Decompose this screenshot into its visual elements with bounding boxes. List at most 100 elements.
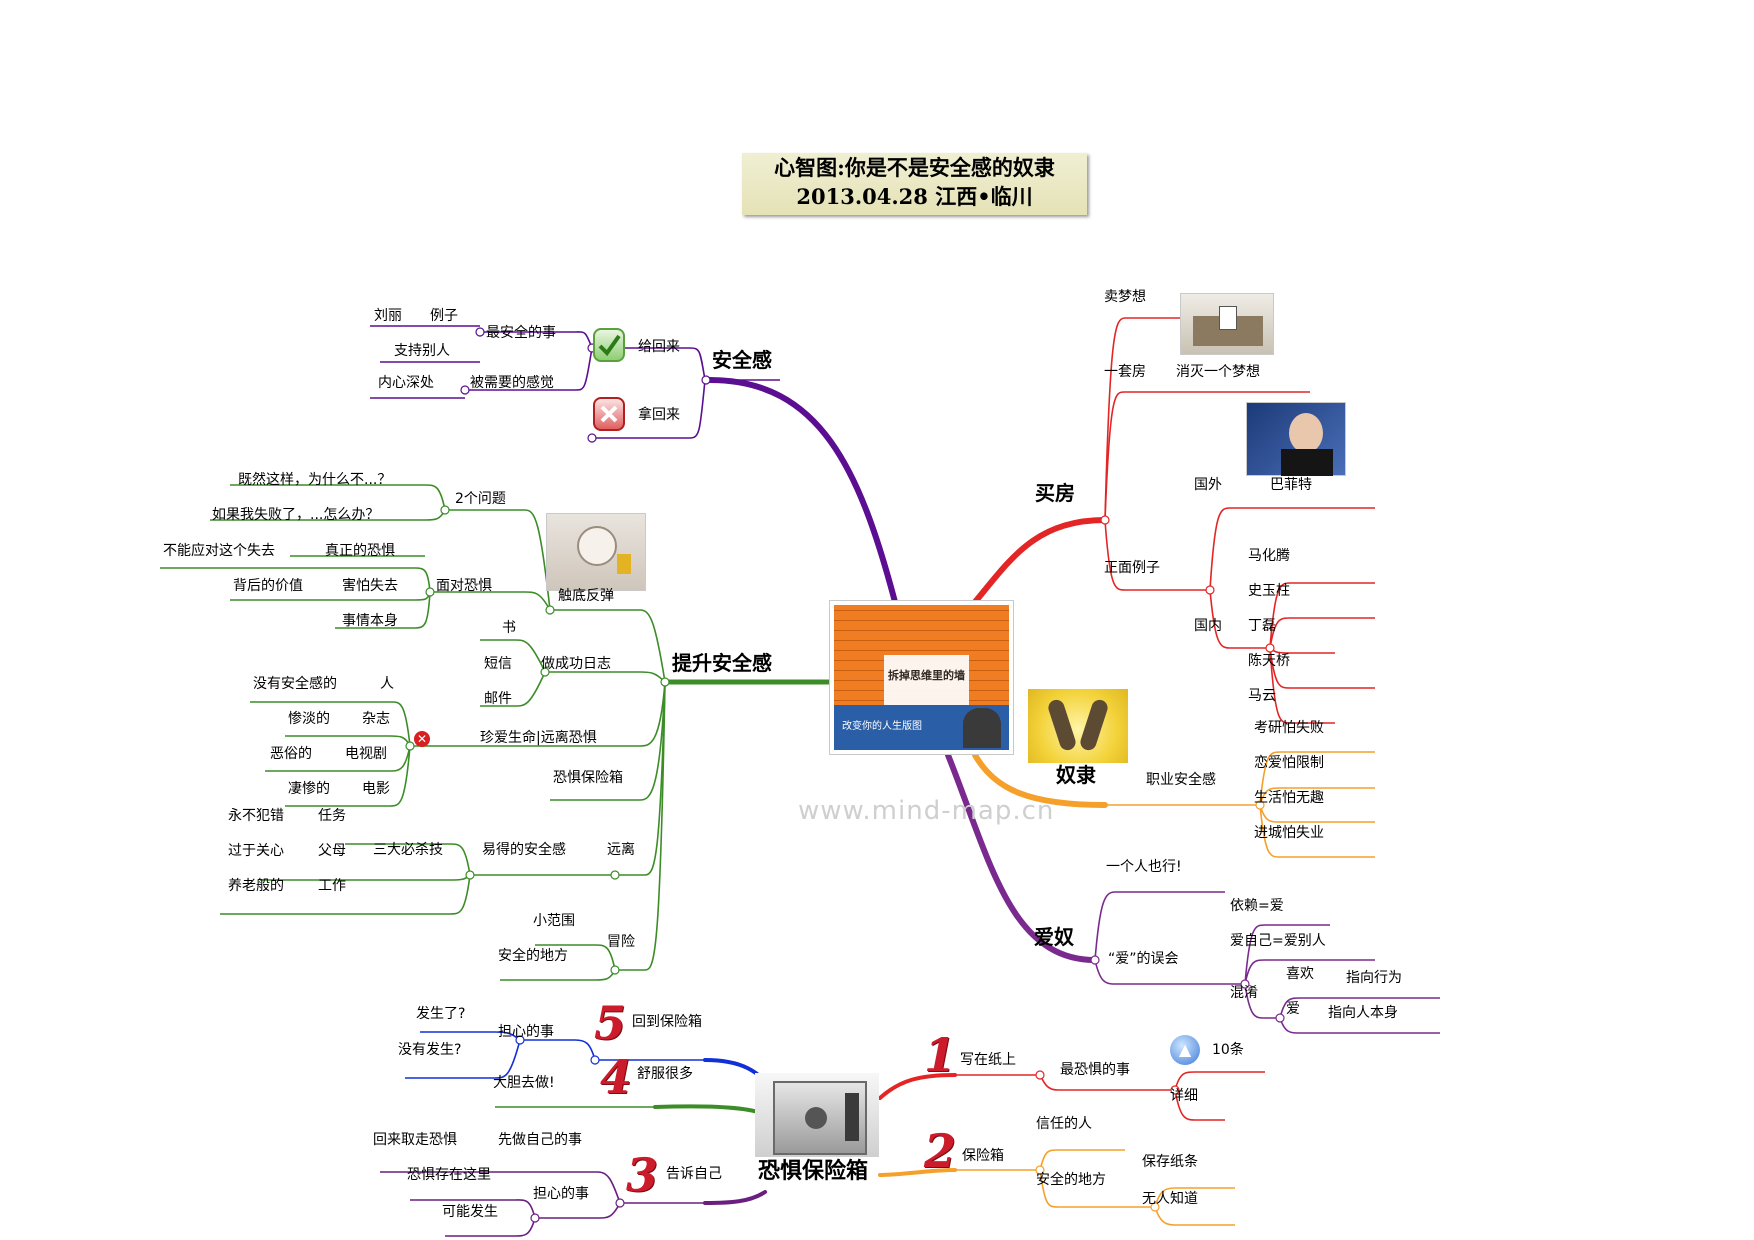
- node-tisheng: 提升安全感: [672, 651, 772, 675]
- node-career-security: 职业安全感: [1146, 772, 1216, 788]
- node-ding-lei: 丁磊: [1248, 618, 1276, 634]
- check-shield-icon: [593, 328, 625, 362]
- node-work: 工作: [318, 878, 346, 894]
- node-tv-drama: 电视剧: [345, 746, 387, 762]
- node-life-fear: 生活怕无趣: [1254, 790, 1324, 806]
- dream-house-image: [1180, 293, 1274, 355]
- node-confusion: 混淆: [1230, 985, 1258, 1001]
- node-city-fear: 进城怕失业: [1254, 825, 1324, 841]
- node-email: 邮件: [484, 691, 512, 707]
- node-ten-items: 10条: [1212, 1042, 1244, 1058]
- node-safe: 保险箱: [962, 1148, 1004, 1164]
- node-tell-self: 告诉自己: [666, 1166, 722, 1182]
- title-line-1: 心智图:你是不是安全感的奴隶: [774, 155, 1055, 180]
- node-fear-stored: 恐惧存在这里: [407, 1167, 491, 1183]
- safe-box-image: [755, 1073, 879, 1157]
- node-love: 爱: [1286, 1001, 1300, 1017]
- node-three-killers: 三大必杀技: [373, 842, 443, 858]
- node-love-slave: 爱奴: [1034, 925, 1074, 949]
- node-toward-behavior: 指向行为: [1346, 970, 1402, 986]
- book-banner: 改变你的人生版图: [842, 721, 922, 732]
- node-deep-inside: 内心深处: [378, 375, 434, 391]
- node-not-happened: 没有发生?: [398, 1042, 462, 1058]
- title-line-2: 2013.04.28 江西•临川: [796, 184, 1033, 209]
- node-return-take-fear: 回来取走恐惧: [373, 1132, 457, 1148]
- node-shi-yuzhu: 史玉柱: [1248, 583, 1290, 599]
- node-tragic: 凄惨的: [288, 781, 330, 797]
- node-vulgar: 恶俗的: [270, 746, 312, 762]
- node-worry-3: 担心的事: [533, 1186, 589, 1202]
- node-parents: 父母: [318, 843, 346, 859]
- node-bleak: 惨淡的: [288, 711, 330, 727]
- node-adventure: 冒险: [607, 934, 635, 950]
- node-a-house: 一套房: [1104, 364, 1146, 380]
- node-happened: 发生了?: [416, 1006, 466, 1022]
- node-cannot-cope: 不能应对这个失去: [163, 543, 275, 559]
- node-overcare: 过于关心: [228, 843, 284, 859]
- book-title: 拆掉思维里的墙: [888, 669, 965, 682]
- node-pension-like: 养老般的: [228, 878, 284, 894]
- node-never-wrong: 永不犯错: [228, 808, 284, 824]
- node-fear-safe: 恐惧保险箱: [758, 1159, 869, 1184]
- node-abroad: 国外: [1194, 477, 1222, 493]
- node-anquangan: 安全感: [712, 348, 772, 372]
- node-love-misunderstanding: “爱”的误会: [1108, 951, 1179, 967]
- node-buffett: 巴菲特: [1270, 477, 1312, 493]
- node-easy-security: 易得的安全感: [482, 842, 566, 858]
- node-chen-tianqiao: 陈天桥: [1248, 653, 1290, 669]
- node-face-fear: 面对恐惧: [436, 578, 492, 594]
- node-detailed: 详细: [1170, 1088, 1198, 1104]
- node-cherish-life: 珍爱生命|远离恐惧: [480, 730, 597, 746]
- upload-icon: ▲: [1170, 1035, 1200, 1065]
- node-positive-example: 正面例子: [1104, 560, 1160, 576]
- step-number-4: 4: [600, 1050, 633, 1104]
- node-be-bold: 大胆去做!: [493, 1075, 555, 1091]
- node-being-needed: 被需要的感觉: [470, 375, 554, 391]
- node-ma-huateng: 马化腾: [1248, 548, 1290, 564]
- node-may-happen: 可能发生: [442, 1204, 498, 1220]
- node-fear-box: 恐惧保险箱: [553, 770, 623, 786]
- rebound-comic-image: [546, 513, 646, 591]
- node-self-love: 爱自己=爱别人: [1230, 933, 1326, 949]
- node-thing-itself: 事情本身: [342, 613, 398, 629]
- node-book: 书: [502, 620, 516, 636]
- node-success-diary: 做成功日志: [541, 656, 611, 672]
- node-sms: 短信: [484, 656, 512, 672]
- node-back-to-safe: 回到保险箱: [632, 1014, 702, 1030]
- central-book-cover: 拆掉思维里的墙 改变你的人生版图: [829, 600, 1014, 755]
- node-most-feared: 最恐惧的事: [1060, 1062, 1130, 1078]
- cross-shield-icon: [593, 397, 625, 431]
- node-keep-note: 保存纸条: [1142, 1154, 1198, 1170]
- node-afraid-lose: 害怕失去: [342, 578, 398, 594]
- node-safe-place: 安全的地方: [498, 948, 568, 964]
- map-title: 心智图:你是不是安全感的奴隶 2013.04.28 江西•临川: [742, 153, 1087, 215]
- node-ma-yun: 马云: [1248, 688, 1276, 704]
- node-trusted-person: 信任的人: [1036, 1116, 1092, 1132]
- node-safe-place-2: 安全的地方: [1036, 1172, 1106, 1188]
- node-slave: 奴隶: [1056, 763, 1096, 787]
- node-example: 例子: [430, 308, 458, 324]
- watermark: www.mind-map.cn: [798, 796, 1055, 826]
- node-worry-5: 担心的事: [498, 1024, 554, 1040]
- node-dependence-love: 依赖=爱: [1230, 898, 1284, 914]
- node-safest-thing: 最安全的事: [486, 325, 556, 341]
- node-write-paper: 写在纸上: [960, 1052, 1016, 1068]
- chained-hands-image: [1028, 689, 1128, 763]
- node-hidden-value: 背后的价值: [233, 578, 303, 594]
- node-like: 喜欢: [1286, 966, 1314, 982]
- node-toward-person: 指向人本身: [1328, 1005, 1398, 1021]
- node-person: 人: [380, 676, 394, 692]
- node-movie: 电影: [362, 781, 390, 797]
- node-two-questions: 2个问题: [455, 491, 506, 507]
- node-love-fear: 恋爱怕限制: [1254, 755, 1324, 771]
- step-number-3: 3: [626, 1148, 659, 1202]
- node-domestic: 国内: [1194, 618, 1222, 634]
- node-liuli: 刘丽: [374, 308, 402, 324]
- node-destroy-dream: 消灭一个梦想: [1176, 364, 1260, 380]
- node-q-if-fail: 如果我失败了，...怎么办？: [212, 507, 380, 523]
- node-alone-ok: 一个人也行!: [1106, 859, 1182, 875]
- node-exam-fear: 考研怕失败: [1254, 720, 1324, 736]
- node-no-security: 没有安全感的: [253, 676, 337, 692]
- buffett-photo: [1246, 402, 1346, 476]
- node-take-back: 拿回来: [638, 407, 680, 423]
